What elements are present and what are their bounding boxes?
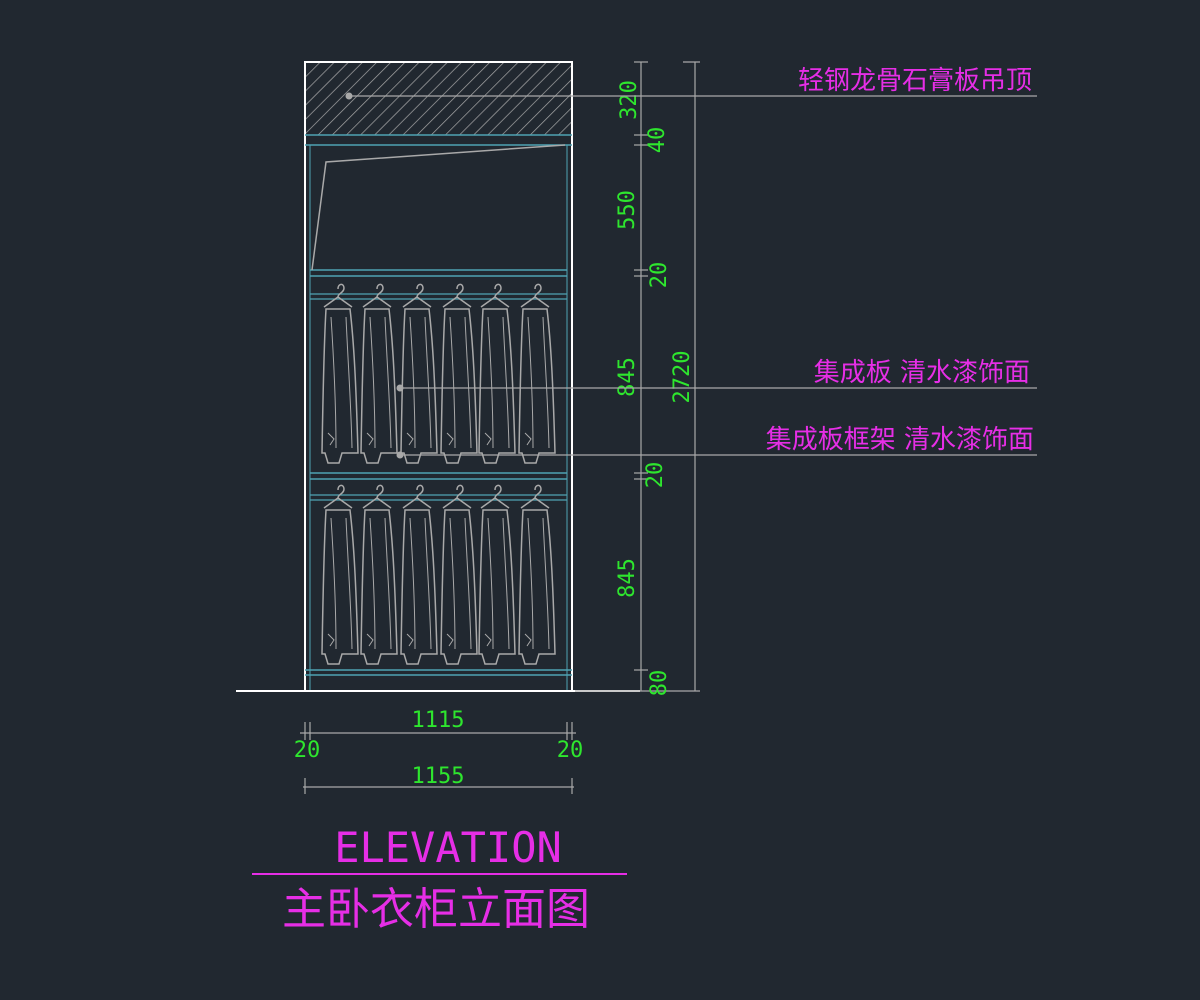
dim-label-ceiling: 320 (617, 80, 642, 120)
garment (400, 484, 438, 665)
dim-label-overall-height: 2720 (670, 351, 695, 404)
title-block: ELEVATION 主卧衣柜立面图 (252, 823, 627, 935)
leader-dot (345, 92, 353, 100)
callout-frame: 集成板框架 清水漆饰面 (766, 425, 1034, 455)
title-english: ELEVATION (334, 823, 562, 872)
dim-label-upper-compartment: 550 (615, 190, 640, 230)
callout-panel: 集成板 清水漆饰面 (814, 358, 1030, 388)
leader-lines (349, 95, 1037, 456)
garment (321, 484, 359, 665)
dim-label-hanging-upper: 845 (615, 357, 640, 397)
title-chinese: 主卧衣柜立面图 (282, 884, 590, 935)
dim-label-hanging-lower: 845 (615, 558, 640, 598)
leader-dots (345, 92, 404, 459)
horizontal-dimensions (300, 722, 576, 794)
garment (478, 484, 516, 665)
vertical-dimension-labels: 320 40 550 20 845 20 845 80 2720 (615, 80, 695, 696)
garment (518, 484, 556, 665)
garment (518, 283, 556, 464)
wardrobe-cabinet (236, 61, 640, 692)
garment (321, 283, 359, 464)
garment (360, 484, 398, 665)
garment (478, 283, 516, 464)
dim-label-side-left: 20 (294, 738, 321, 763)
leader-dot (396, 451, 404, 459)
garment (440, 283, 478, 464)
dim-label-side-right: 20 (557, 738, 584, 763)
leader-dot (396, 384, 404, 392)
dim-label-inner-width: 1115 (412, 708, 465, 733)
callout-ceiling: 轻钢龙骨石膏板吊顶 (798, 66, 1032, 96)
garments-upper-row (321, 283, 556, 464)
garment (360, 283, 398, 464)
dim-label-overall-width: 1155 (412, 764, 465, 789)
dim-label-base: 80 (647, 670, 672, 697)
dim-label-shelf-2: 20 (643, 462, 668, 489)
garments-lower-row (321, 484, 556, 665)
dim-label-top-panel: 40 (645, 127, 670, 154)
ceiling-hatch-zone (306, 63, 572, 135)
vertical-dimensions (575, 61, 700, 692)
door-swing-line (311, 144, 566, 271)
horizontal-dimension-labels: 1115 20 20 1155 (294, 708, 584, 789)
callout-labels: 轻钢龙骨石膏板吊顶 集成板 清水漆饰面 集成板框架 清水漆饰面 (766, 66, 1034, 455)
garment (400, 283, 438, 464)
garment (440, 484, 478, 665)
dim-label-shelf-1: 20 (647, 262, 672, 289)
